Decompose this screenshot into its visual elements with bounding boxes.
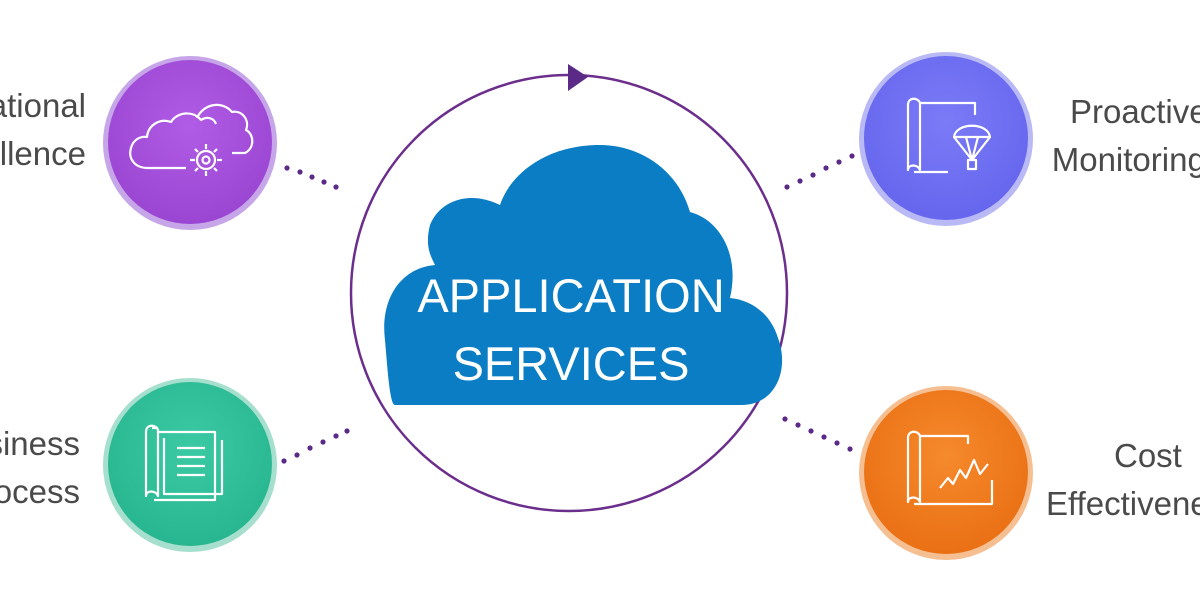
node-business-process [103, 378, 277, 552]
label-operational-excellence-line1: Operational [0, 87, 86, 124]
label-cost-effectiveness-line2: Effectiveness [1046, 485, 1200, 522]
label-business-process: Business Process [0, 420, 80, 516]
blueprint-parachute-icon [906, 97, 992, 174]
label-proactive-monitoring-line2: Monitoring [1051, 141, 1200, 178]
connector-top-right [784, 153, 855, 190]
application-services-cloud [384, 145, 783, 405]
connector-top-left [284, 165, 339, 190]
label-proactive-monitoring-line1: Proactive [1070, 93, 1200, 130]
label-operational-excellence-line2: Excellence [0, 135, 86, 172]
connector-bottom-left [281, 428, 350, 464]
chart-growth-icon [906, 430, 994, 506]
label-business-process-line2: Process [0, 473, 80, 510]
label-cost-effectiveness-line1: Cost [1114, 437, 1182, 474]
center-title-line2: SERVICES [453, 337, 690, 390]
node-proactive-monitoring [859, 52, 1033, 226]
connector-bottom-right [782, 416, 853, 452]
cloud-gear-icon [129, 103, 254, 176]
node-cost-effectiveness [859, 386, 1033, 560]
label-cost-effectiveness: Cost Effectiveness [1046, 432, 1200, 528]
label-business-process-line1: Business [0, 425, 80, 462]
document-list-icon [144, 424, 224, 502]
ring-arrow-icon [568, 64, 588, 91]
label-operational-excellence: Operational Excellence [0, 82, 86, 178]
center-title-line1: APPLICATION [417, 269, 724, 322]
node-operational-excellence [103, 56, 277, 230]
label-proactive-monitoring: Proactive Monitoring [1050, 88, 1200, 184]
